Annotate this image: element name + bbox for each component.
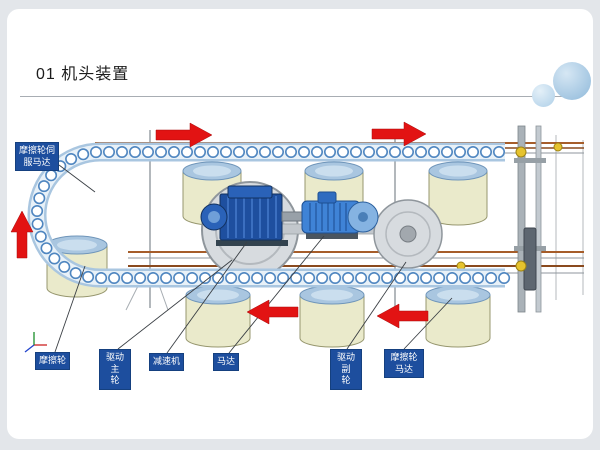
label-drive-main-wheel: 驱动主 轮 xyxy=(99,349,131,391)
coupler-yellow xyxy=(515,146,527,158)
coupler-yellow xyxy=(515,260,527,272)
label-friction-wheel-servo-motor: 摩擦轮伺 服马达 xyxy=(15,142,59,172)
drive-sub-wheel xyxy=(373,199,443,269)
flow-arrow-bottom-right xyxy=(376,303,429,329)
flow-arrow-left-up xyxy=(10,210,34,259)
label-friction-wheel-motor: 摩擦轮 马达 xyxy=(384,349,424,379)
decorative-circle-large xyxy=(553,62,591,100)
coordinate-axis-icon xyxy=(24,332,47,353)
label-friction-wheel: 摩擦轮 xyxy=(35,352,71,370)
label-reducer: 减速机 xyxy=(149,353,185,371)
label-motor: 马达 xyxy=(213,353,240,371)
friction-wheel-bracket xyxy=(514,125,546,313)
flow-arrow-bottom-mid xyxy=(246,299,299,325)
gearbox xyxy=(200,185,288,246)
decorative-circle-small xyxy=(532,84,555,107)
flow-arrow-top-left xyxy=(155,122,213,148)
title-divider xyxy=(20,96,580,97)
flow-arrows xyxy=(10,121,429,329)
page-title: 01 机头装置 xyxy=(36,66,130,83)
motor-body xyxy=(301,191,379,239)
chain-track xyxy=(27,142,511,288)
flow-arrow-top-right xyxy=(371,121,427,147)
shaft-coupling xyxy=(281,211,303,222)
label-drive-sub-wheel: 驱动副 轮 xyxy=(330,349,362,391)
leader-lines xyxy=(54,164,453,354)
